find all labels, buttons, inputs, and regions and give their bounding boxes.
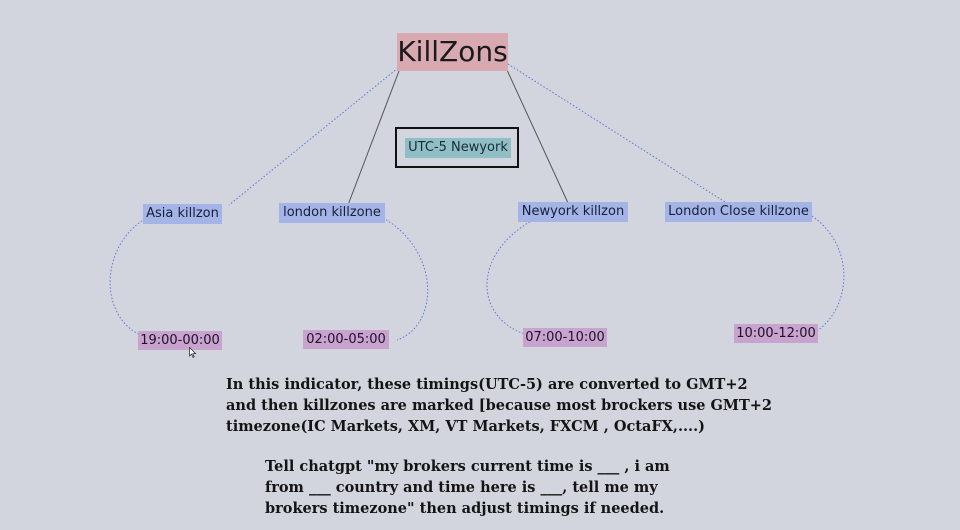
time-london: 02:00-05:00 xyxy=(303,330,389,349)
arc-london xyxy=(382,217,428,341)
note-line: brokers timezone" then adjust timings if… xyxy=(265,500,665,517)
arc-newyork xyxy=(486,219,534,336)
link-title-newyork xyxy=(506,69,569,204)
link-title-asia xyxy=(228,67,399,206)
zone-london: london killzone xyxy=(279,203,385,223)
note-line: timezone(IC Markets, XM, VT Markets, FXC… xyxy=(226,418,706,435)
arc-londonclose xyxy=(808,213,845,335)
link-title-london xyxy=(347,70,400,206)
note-line: In this indicator, these timings(UTC-5) … xyxy=(226,376,748,393)
zone-asia: Asia killzon xyxy=(143,204,222,224)
timezone-box xyxy=(395,127,519,168)
time-newyork: 07:00-10:00 xyxy=(523,328,607,347)
time-asia: 19:00-00:00 xyxy=(138,331,222,350)
arc-asia xyxy=(109,216,149,338)
zone-londonclose: London Close killzone xyxy=(665,202,812,222)
time-londonclose: 10:00-12:00 xyxy=(734,324,818,343)
zone-newyork: Newyork killzon xyxy=(518,202,628,222)
link-title-londonclose xyxy=(507,63,726,203)
diagram-title: KillZons xyxy=(397,33,508,71)
note-line: Tell chatgpt "my brokers current time is… xyxy=(265,458,670,475)
mouse-pointer-icon xyxy=(189,347,197,358)
note-line: from ___ country and time here is ___, t… xyxy=(265,479,658,496)
timezone-label: UTC-5 Newyork xyxy=(405,138,511,158)
note-line: and then killzones are marked [because m… xyxy=(226,397,772,414)
